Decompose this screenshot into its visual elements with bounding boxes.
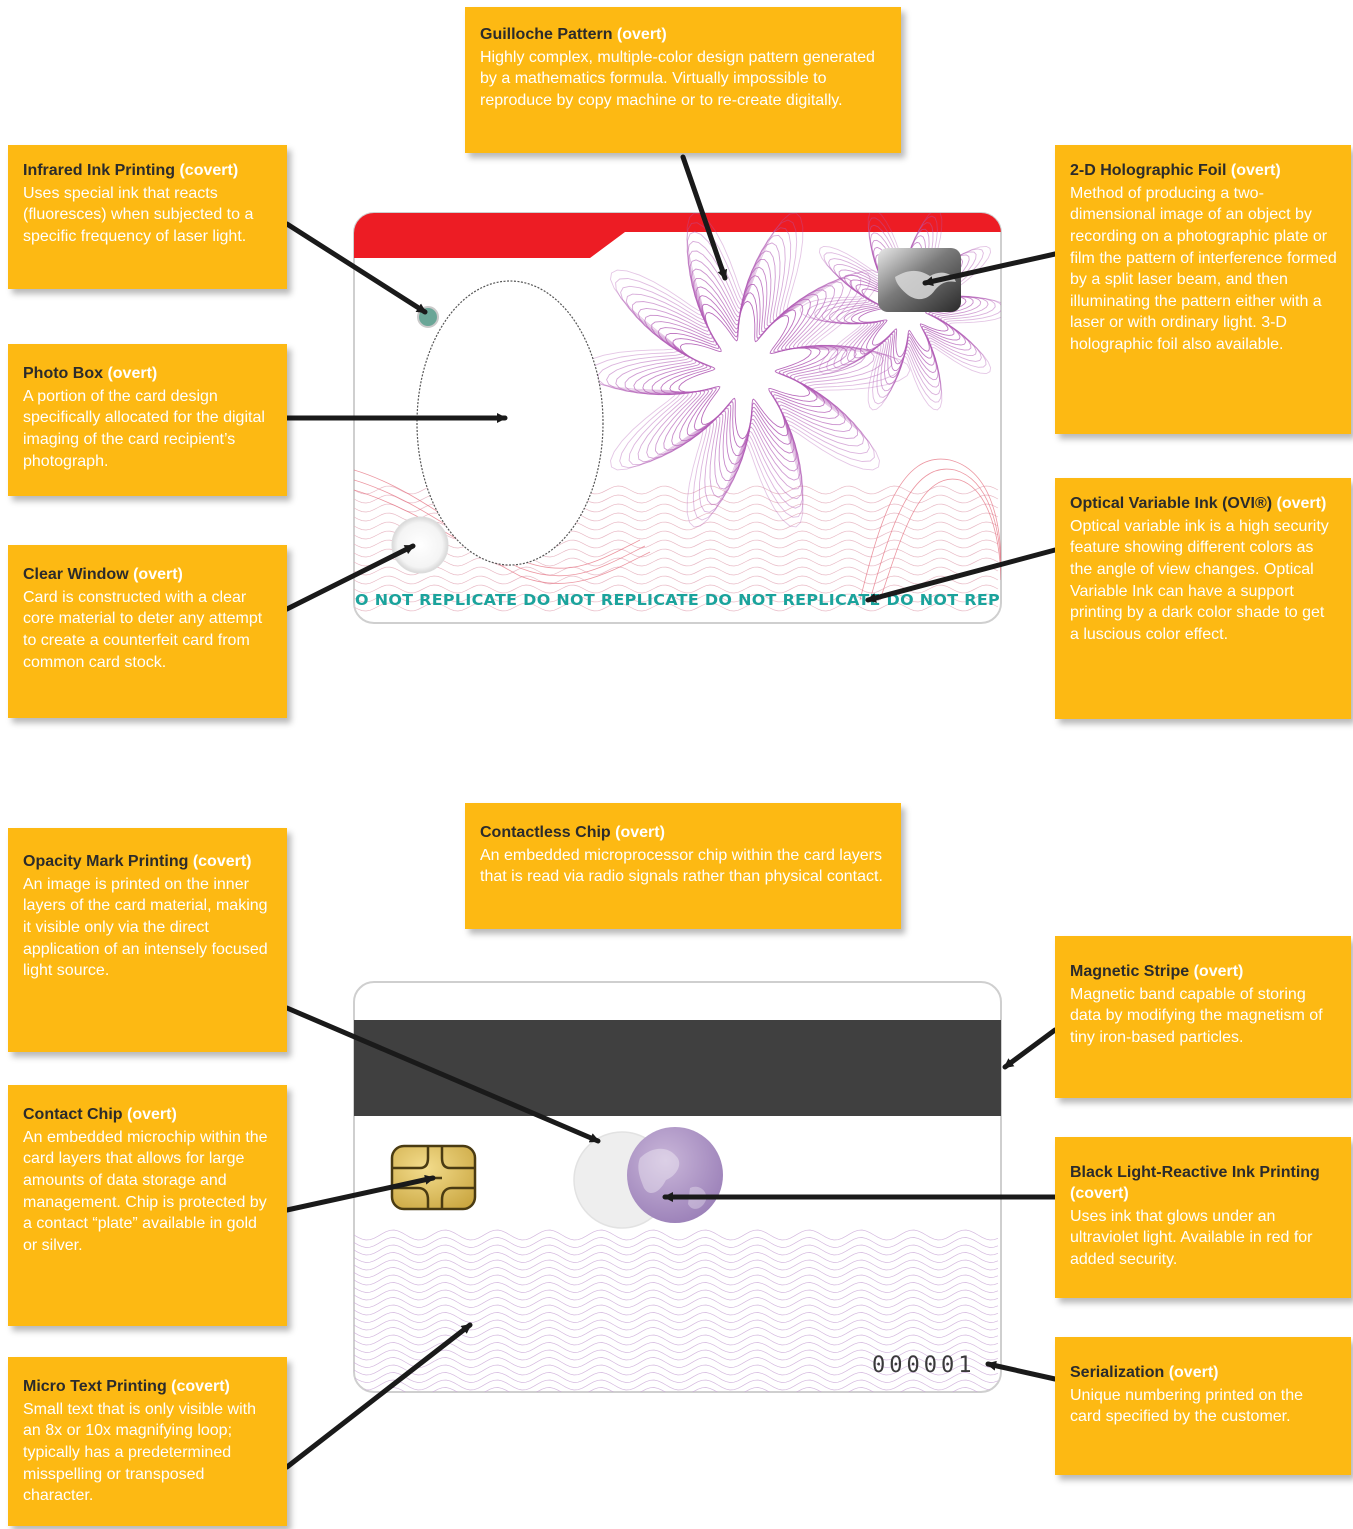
arrow-clear-window <box>284 543 416 612</box>
micro-text-wave-line <box>354 1244 999 1256</box>
callout-guilloche: Guilloche Pattern (overt) Highly complex… <box>465 7 901 153</box>
callout-clear-window: Clear Window (overt) Card is constructed… <box>8 545 287 718</box>
micro-text-wave-line <box>354 1274 999 1286</box>
callout-serialization: Serialization (overt) Unique numbering p… <box>1055 1337 1351 1475</box>
callout-tag: (overt) <box>1193 963 1244 980</box>
callout-magnetic: Magnetic Stripe (overt) Magnetic band ca… <box>1055 936 1351 1098</box>
callout-title: Optical Variable Ink (OVI®) <box>1070 495 1273 512</box>
callout-desc: Uses ink that glows under an ultraviolet… <box>1070 1207 1313 1268</box>
callout-photo-box: Photo Box (overt) A portion of the card … <box>8 344 287 496</box>
callout-tag: (covert) <box>192 853 252 870</box>
card-back: 000001 <box>353 981 1002 1393</box>
micro-text-wave-line <box>354 1229 999 1241</box>
arrow-contact-chip <box>284 1174 436 1213</box>
micro-text-wave-line <box>354 1259 999 1271</box>
arrow-infrared <box>284 221 428 315</box>
callout-title: Photo Box <box>23 365 103 382</box>
guilloche-ring <box>597 227 893 513</box>
callout-tag: (covert) <box>179 162 239 179</box>
micro-text-wave-line <box>354 1357 999 1368</box>
guilloche-ring <box>678 300 812 440</box>
callout-micro-text: Micro Text Printing (covert) Small text … <box>8 1357 287 1526</box>
callout-desc: A portion of the card design specificall… <box>23 387 265 470</box>
callout-contactless: Contactless Chip (overt) An embedded mic… <box>465 803 901 929</box>
card-front: O NOT REPLICATE DO NOT REPLICATE DO NOT … <box>353 212 1002 624</box>
callout-infrared: Infrared Ink Printing (covert) Uses spec… <box>8 145 287 289</box>
photo-box <box>416 280 604 566</box>
callout-title: Black Light-Reactive Ink Printing <box>1070 1164 1320 1181</box>
callout-desc: Method of producing a two-dimensional im… <box>1070 184 1337 353</box>
callout-title: Guilloche Pattern <box>480 26 613 43</box>
callout-black-light: Black Light-Reactive Ink Printing (cover… <box>1055 1137 1351 1298</box>
callout-holographic: 2-D Holographic Foil (overt) Method of p… <box>1055 145 1351 434</box>
callout-title: Micro Text Printing <box>23 1378 167 1395</box>
micro-text-wave-line <box>354 1297 999 1308</box>
micro-text-wave-line <box>354 1379 999 1391</box>
micro-text-wave-line <box>354 1312 999 1323</box>
callout-tag: (overt) <box>1230 162 1281 179</box>
micro-text-wave-line <box>354 1304 999 1316</box>
callout-title: Contactless Chip <box>480 824 611 841</box>
micro-text-wave-line <box>354 1372 999 1383</box>
callout-tag: (covert) <box>171 1378 230 1395</box>
callout-title: Opacity Mark Printing <box>23 853 189 870</box>
callout-tag: (overt) <box>616 26 667 43</box>
micro-text-wave-line <box>354 1252 999 1263</box>
callout-title: Contact Chip <box>23 1106 123 1123</box>
replicate-text: O NOT REPLICATE DO NOT REPLICATE DO NOT … <box>355 591 1000 609</box>
callout-tag: (overt) <box>127 1106 177 1123</box>
micro-text-wave-line <box>354 1349 999 1361</box>
callout-desc: An embedded microprocessor chip within t… <box>480 846 883 886</box>
callout-title: Serialization <box>1070 1364 1165 1381</box>
callout-desc: Optical variable ink is a high security … <box>1070 517 1329 643</box>
micro-text-wave-line <box>354 1237 999 1248</box>
micro-text-wave-line <box>354 1334 999 1346</box>
arrow-opacity <box>284 1005 601 1144</box>
clear-window <box>391 516 449 574</box>
callout-tag: (overt) <box>615 824 665 841</box>
callout-desc: Card is constructed with a clear core ma… <box>23 588 263 671</box>
callout-title: Clear Window <box>23 566 129 583</box>
callout-desc: Highly complex, multiple-color design pa… <box>480 48 875 109</box>
callout-tag: (overt) <box>1168 1364 1219 1381</box>
security-wave-line <box>354 548 999 558</box>
arrow-micro-text <box>284 1322 473 1470</box>
red-band <box>354 213 1001 258</box>
security-wave-line <box>354 539 999 549</box>
callout-title: 2-D Holographic Foil <box>1070 162 1227 179</box>
micro-text-wave-line <box>354 1282 999 1293</box>
arrows <box>284 154 1058 1470</box>
callout-desc: An embedded microchip within the card la… <box>23 1128 268 1254</box>
micro-text-wave-line <box>354 1289 999 1301</box>
callout-desc: Unique numbering printed on the card spe… <box>1070 1386 1304 1426</box>
callout-desc: An image is printed on the inner layers … <box>23 875 268 980</box>
serial-number: 000001 <box>872 1353 975 1378</box>
arrow-magnetic <box>1002 1027 1058 1070</box>
micro-text-wave-line <box>354 1364 999 1376</box>
magnetic-stripe <box>354 1020 1001 1116</box>
micro-text-wave-line <box>354 1267 999 1278</box>
callout-desc: Uses special ink that reacts (fluoresces… <box>23 184 254 245</box>
arrow-serialization <box>985 1360 1058 1382</box>
security-wave-line <box>354 557 999 567</box>
callout-contact-chip: Contact Chip (overt) An embedded microch… <box>8 1085 287 1326</box>
callout-title: Infrared Ink Printing <box>23 162 176 179</box>
arrow-guilloche <box>680 154 728 281</box>
callout-tag: (covert) <box>1070 1184 1129 1202</box>
callout-desc: Magnetic band capable of storing data by… <box>1070 985 1323 1046</box>
security-wave-line <box>354 602 999 612</box>
callout-tag: (overt) <box>107 365 158 382</box>
security-wave-line <box>354 584 999 594</box>
arrow-ovi <box>865 547 1058 603</box>
security-wave-line <box>354 575 999 585</box>
arrow-holographic <box>922 251 1058 287</box>
callout-ovi: Optical Variable Ink (OVI®) (overt) Opti… <box>1055 478 1351 719</box>
callout-desc: Small text that is only visible with an … <box>23 1400 256 1505</box>
micro-text-wave-line <box>354 1342 999 1353</box>
callout-title: Magnetic Stripe <box>1070 963 1190 980</box>
callout-opacity: Opacity Mark Printing (covert) An image … <box>8 828 287 1052</box>
callout-tag: (overt) <box>133 566 183 583</box>
callout-tag: (overt) <box>1276 495 1327 512</box>
